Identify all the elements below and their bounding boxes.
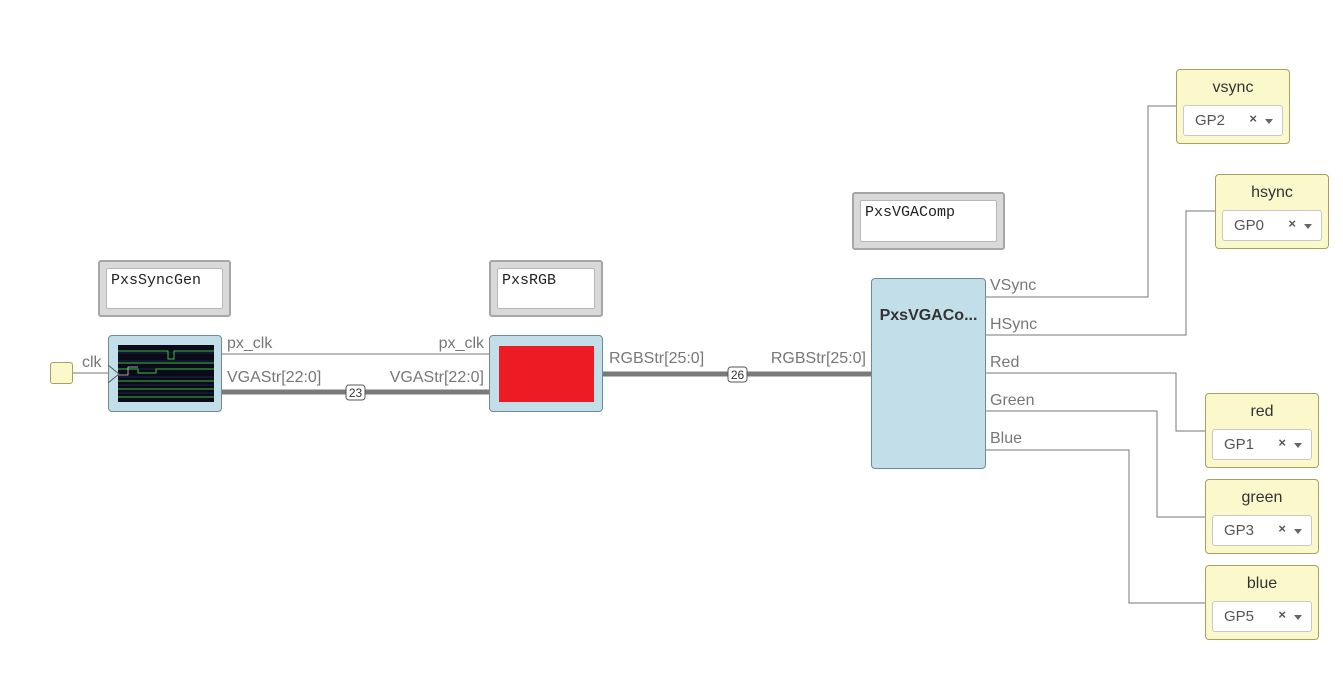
note-pxssyncgen[interactable]: PxsSyncGen: [98, 260, 231, 317]
note-pxsvgacomp[interactable]: PxsVGAComp: [852, 192, 1005, 250]
pin-block-red[interactable]: red GP1 ×: [1205, 393, 1319, 468]
pin-value-hsync: GP0: [1234, 217, 1265, 234]
pin-select-hsync[interactable]: GP0 ×: [1222, 210, 1322, 241]
pin-title-green: green: [1241, 489, 1283, 506]
wire-label-clk: clk: [82, 354, 103, 371]
wire-label-px-clk-in: px_clk: [439, 335, 485, 352]
pin-block-hsync[interactable]: hsync GP0 ×: [1215, 174, 1329, 249]
port-label-blue: Blue: [990, 430, 1022, 447]
wire-label-px-clk-out: px_clk: [227, 335, 273, 352]
wire-green[interactable]: [986, 410, 1206, 518]
wire-hsync[interactable]: [986, 210, 1216, 336]
pin-block-blue[interactable]: blue GP5 ×: [1205, 565, 1319, 640]
note-text-pxsrgb: PxsRGB: [497, 268, 595, 309]
wire-blue[interactable]: [986, 449, 1206, 604]
wire-label-vgastr-in: VGAStr[22:0]: [390, 369, 484, 386]
pin-select-red[interactable]: GP1 ×: [1212, 429, 1312, 460]
pin-title-red: red: [1250, 403, 1274, 420]
pin-select-blue[interactable]: GP5 ×: [1212, 601, 1312, 632]
pin-title-hsync: hsync: [1251, 184, 1293, 201]
chevron-down-icon[interactable]: [1294, 443, 1302, 448]
note-text-pxssyncgen: PxsSyncGen: [106, 268, 223, 309]
note-pxsrgb[interactable]: PxsRGB: [489, 260, 603, 317]
bus-width-badge-vgastr: [345, 384, 366, 401]
wire-vsync[interactable]: [986, 105, 1177, 298]
chevron-down-icon[interactable]: [1294, 615, 1302, 620]
chevron-down-icon[interactable]: [1265, 119, 1273, 124]
bus-width-badge-rgbstr: [727, 366, 748, 383]
chevron-down-icon[interactable]: [1304, 224, 1312, 229]
waveform-icon: [118, 345, 214, 402]
pin-block-vsync[interactable]: vsync GP2 ×: [1176, 69, 1290, 144]
pin-title-vsync: vsync: [1212, 79, 1254, 96]
wire-label-rgbstr-in: RGBStr[25:0]: [771, 350, 866, 367]
vga-component-title: PxsVGACo...: [879, 307, 978, 324]
pin-select-green[interactable]: GP3 ×: [1212, 515, 1312, 546]
port-label-hsync: HSync: [990, 316, 1037, 333]
pin-title-blue: blue: [1246, 575, 1278, 592]
rgb-component[interactable]: [489, 335, 603, 412]
clear-icon[interactable]: ×: [1249, 111, 1257, 126]
port-label-red: Red: [990, 354, 1019, 371]
rgb-color-preview: [499, 346, 594, 402]
pin-value-red: GP1: [1224, 436, 1255, 453]
pin-value-blue: GP5: [1224, 608, 1255, 625]
pin-value-vsync: GP2: [1195, 112, 1226, 129]
clear-icon[interactable]: ×: [1288, 216, 1296, 231]
pin-value-green: GP3: [1224, 522, 1255, 539]
sync-generator-component[interactable]: [108, 335, 222, 412]
port-label-vsync: VSync: [990, 277, 1036, 294]
clk-input-port[interactable]: [50, 362, 73, 384]
clock-input-triangle-icon: [108, 365, 120, 383]
vga-component[interactable]: PxsVGACo...: [871, 278, 986, 469]
clear-icon[interactable]: ×: [1278, 435, 1286, 450]
wire-red[interactable]: [986, 372, 1206, 432]
clear-icon[interactable]: ×: [1278, 521, 1286, 536]
pin-select-vsync[interactable]: GP2 ×: [1183, 105, 1283, 136]
wire-label-vgastr-out: VGAStr[22:0]: [227, 369, 321, 386]
note-text-pxsvgacomp: PxsVGAComp: [860, 200, 997, 242]
port-label-green: Green: [990, 392, 1034, 409]
bus-width-vgastr: 23: [349, 386, 363, 400]
chevron-down-icon[interactable]: [1294, 529, 1302, 534]
bus-width-rgbstr: 26: [731, 368, 745, 382]
clear-icon[interactable]: ×: [1278, 607, 1286, 622]
wire-label-rgbstr-out: RGBStr[25:0]: [609, 350, 704, 367]
pin-block-green[interactable]: green GP3 ×: [1205, 479, 1319, 554]
